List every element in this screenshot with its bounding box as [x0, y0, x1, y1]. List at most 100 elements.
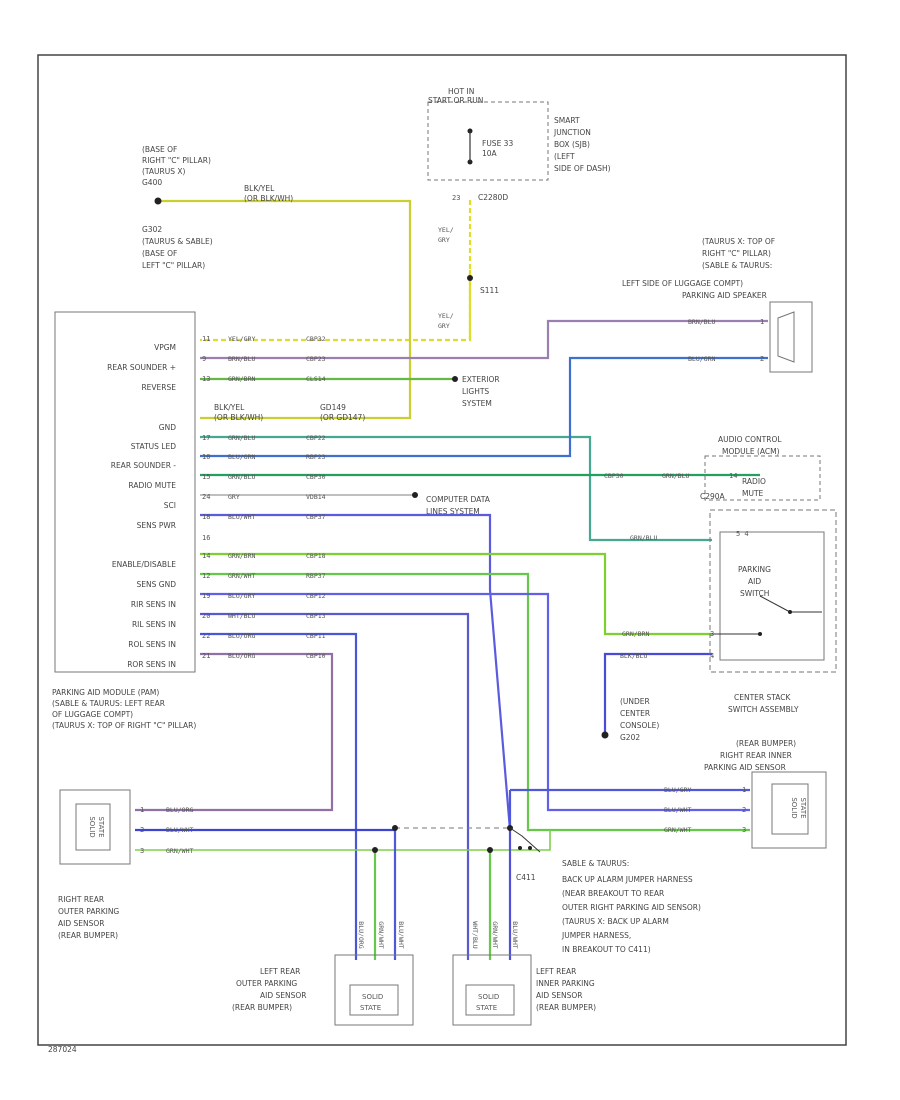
svg-text:LINES SYSTEM: LINES SYSTEM [426, 507, 480, 516]
svg-text:(TAURUS X: BACK UP ALARM: (TAURUS X: BACK UP ALARM [562, 917, 669, 926]
wire-sens-pwr [200, 513, 512, 831]
svg-text:BLU/ORG: BLU/ORG [166, 806, 193, 814]
svg-text:AUDIO CONTROL: AUDIO CONTROL [718, 435, 782, 444]
svg-text:BLU/ORG: BLU/ORG [357, 921, 365, 948]
parking-aid-speaker: (TAURUS X: TOP OF RIGHT "C" PILLAR) (SAB… [622, 237, 813, 373]
module-circuit-id: CBP23 [306, 355, 326, 363]
computer-data-ref: COMPUTER DATA LINES SYSTEM [426, 495, 491, 516]
svg-text:RIGHT "C" PILLAR): RIGHT "C" PILLAR) [702, 249, 771, 258]
svg-text:GRN/WHT: GRN/WHT [491, 921, 499, 948]
svg-text:SABLE & TAURUS:: SABLE & TAURUS: [562, 859, 629, 868]
splice-points [372, 128, 513, 853]
wire-sens-gnd [200, 572, 750, 832]
svg-text:4: 4 [710, 652, 714, 660]
wire-status-led [200, 435, 712, 542]
svg-text:(TAURUS X: TOP OF RIGHT "C" PI: (TAURUS X: TOP OF RIGHT "C" PILLAR) [52, 721, 196, 730]
module-wire-color: YEL/GRY [228, 335, 255, 343]
svg-text:COMPUTER DATA: COMPUTER DATA [426, 495, 491, 504]
svg-text:OUTER PARKING: OUTER PARKING [58, 907, 119, 916]
svg-text:AID SENSOR: AID SENSOR [536, 991, 583, 1000]
sensor-right-rear-outer: SOLID STATE BLU/ORG BLU/WHT GRN/WHT 1 2 … [58, 789, 193, 940]
svg-text:BLU/WHT: BLU/WHT [397, 921, 405, 948]
module-circuit-id: CBP22 [306, 434, 326, 442]
svg-text:14: 14 [729, 472, 737, 480]
svg-text:CBP30: CBP30 [604, 472, 624, 480]
fuse-connector: C2280D [478, 193, 508, 202]
svg-text:(UNDER: (UNDER [620, 697, 650, 706]
svg-text:(TAURUS & SABLE): (TAURUS & SABLE) [142, 237, 213, 246]
svg-text:(TAURUS X): (TAURUS X) [142, 167, 186, 176]
wire-enable [200, 552, 712, 636]
module-pin-number: 22 [202, 632, 210, 640]
svg-text:(NEAR BREAKOUT TO REAR: (NEAR BREAKOUT TO REAR [562, 889, 664, 898]
svg-text:2: 2 [742, 806, 746, 814]
module-pin-label: RIR SENS IN [131, 600, 176, 609]
svg-text:(BASE OF: (BASE OF [142, 145, 177, 154]
module-wire-color: BLU/ORG [228, 652, 255, 660]
svg-text:LEFT REAR: LEFT REAR [536, 967, 576, 976]
sensor-right-rear-inner: SOLID STATE (REAR BUMPER) RIGHT REAR INN… [664, 739, 827, 849]
ground-g202: (UNDER CENTER CONSOLE) G202 [601, 697, 659, 742]
module-circuit-id: CBP11 [306, 632, 326, 640]
svg-text:SMART: SMART [554, 116, 580, 125]
module-pin-number: 12 [202, 572, 210, 580]
svg-text:BLU/WHT: BLU/WHT [511, 921, 519, 948]
svg-text:IN BREAKOUT TO C411): IN BREAKOUT TO C411) [562, 945, 651, 954]
svg-text:LEFT SIDE OF LUGGAGE COMPT): LEFT SIDE OF LUGGAGE COMPT) [622, 279, 743, 288]
module-circuit-id: CBP37 [306, 513, 326, 521]
svg-text:GRY: GRY [438, 322, 450, 330]
module-pin-label: REAR SOUNDER - [111, 461, 177, 470]
module-pin-number: 15 [202, 473, 210, 481]
module-pin-number: 18 [202, 513, 210, 521]
svg-text:3: 3 [140, 847, 144, 855]
module-pin-number: 11 [202, 335, 210, 343]
svg-text:(OR GD147): (OR GD147) [320, 413, 365, 422]
fuse-block: HOT IN START OR RUN FUSE 33 10A SMART JU… [427, 87, 611, 330]
svg-text:EXTERIOR: EXTERIOR [462, 375, 500, 384]
module-pin-label: REAR SOUNDER + [107, 363, 176, 372]
svg-text:SIDE OF DASH): SIDE OF DASH) [554, 164, 611, 173]
svg-text:RIGHT "C" PILLAR): RIGHT "C" PILLAR) [142, 156, 211, 165]
svg-text:GRN/WHT: GRN/WHT [377, 921, 385, 948]
svg-text:GRN/WHT: GRN/WHT [664, 826, 691, 834]
module-circuit-id: CBP32 [306, 335, 326, 343]
module-pin-number: 14 [202, 552, 210, 560]
svg-text:G302: G302 [142, 225, 162, 234]
svg-text:GRN/BLU: GRN/BLU [662, 472, 689, 480]
svg-text:BRN/BLU: BRN/BLU [688, 318, 715, 326]
svg-text:2: 2 [760, 355, 764, 363]
svg-text:CONSOLE): CONSOLE) [620, 721, 659, 730]
module-wire-color: GRN/BLU [228, 434, 255, 442]
module-pin-number: 9 [202, 355, 206, 363]
svg-text:AID: AID [748, 577, 761, 586]
module-wire-color: GRN/BRN [228, 552, 255, 560]
wire-fuse-feed [200, 200, 472, 342]
svg-text:OF LUGGAGE COMPT): OF LUGGAGE COMPT) [52, 710, 133, 719]
module-wire-color: GRN/WHT [228, 572, 255, 580]
svg-text:2: 2 [140, 826, 144, 834]
module-wire-color: BLU/GRN [228, 453, 255, 461]
svg-text:JUNCTION: JUNCTION [553, 128, 591, 137]
svg-text:INNER PARKING: INNER PARKING [536, 979, 595, 988]
parking-aid-switch: 5 4 PARKING AID SWITCH GRN/BLU GRN/BRN 3… [620, 509, 837, 714]
svg-text:LIGHTS: LIGHTS [462, 387, 489, 396]
svg-text:5 4: 5 4 [736, 530, 749, 538]
svg-text:WHT/BLU: WHT/BLU [471, 921, 479, 948]
wire-rol [200, 632, 358, 960]
svg-text:BLK/YEL: BLK/YEL [244, 184, 275, 193]
svg-text:STATE: STATE [97, 816, 105, 837]
svg-text:RADIO: RADIO [742, 477, 766, 486]
svg-text:AID SENSOR: AID SENSOR [260, 991, 307, 1000]
module-wire-color: GRY [228, 493, 240, 501]
svg-text:(REAR BUMPER): (REAR BUMPER) [232, 1003, 292, 1012]
wire-ril [200, 612, 470, 960]
module-pin-label: ROL SENS IN [128, 640, 176, 649]
svg-text:3: 3 [710, 630, 714, 638]
module-circuit-id: CBP13 [306, 612, 326, 620]
svg-text:(LEFT: (LEFT [554, 152, 575, 161]
svg-text:CENTER STACK: CENTER STACK [734, 693, 791, 702]
svg-text:1: 1 [140, 806, 144, 814]
svg-text:GRN/WHT: GRN/WHT [166, 847, 193, 855]
module-circuit-id: CLS14 [306, 375, 326, 383]
svg-text:MUTE: MUTE [742, 489, 764, 498]
